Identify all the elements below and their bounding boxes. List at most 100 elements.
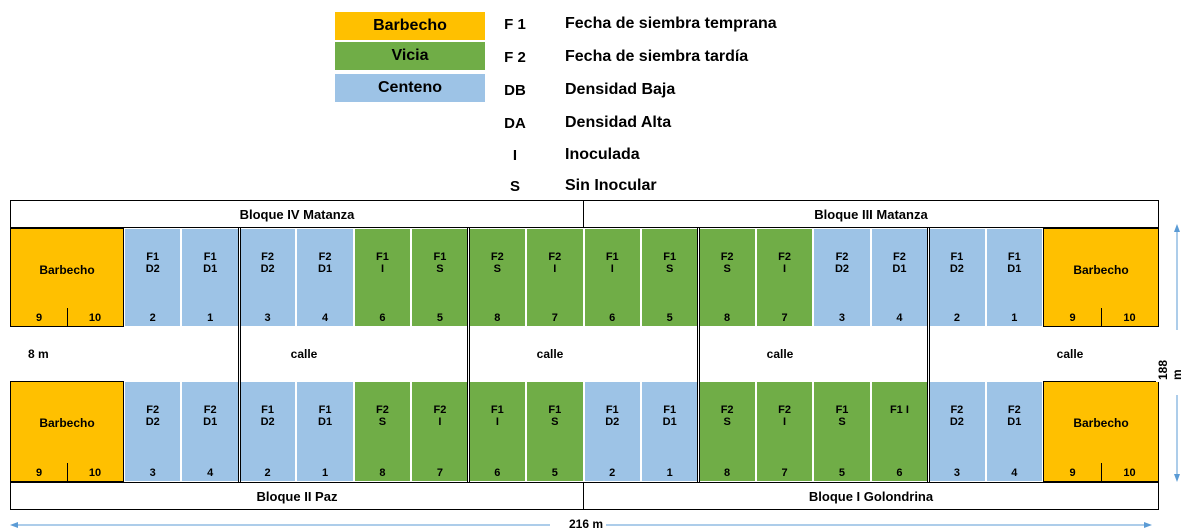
plot-number: 7 <box>781 467 788 479</box>
plot-treatment-label: F1 I <box>605 251 619 275</box>
plot-treatment-label: F2 D1 <box>203 404 218 428</box>
plot-cell: F1 D1 1 <box>296 381 354 482</box>
legend-desc-i: Inoculada <box>565 146 640 163</box>
plot-cell: F1 D2 2 <box>928 228 986 327</box>
plot-number: 10 <box>88 312 102 324</box>
plot-number: 7 <box>551 312 558 324</box>
plot-number: 1 <box>666 467 673 479</box>
plot-number: 8 <box>379 467 386 479</box>
plot-number: 2 <box>609 467 616 479</box>
arrow-down-head <box>1174 474 1180 482</box>
plot-number: 3 <box>838 312 846 324</box>
street-divider <box>467 228 470 482</box>
plot-number: 6 <box>896 467 903 479</box>
plot-treatment-label: F2 D2 <box>260 251 275 275</box>
legend-code-da: DA <box>504 115 526 132</box>
legend-barbecho-swatch: Barbecho <box>335 12 485 40</box>
plot-number: 2 <box>953 312 960 324</box>
plot-number: 7 <box>436 467 443 479</box>
plot-treatment-label: F2 I <box>548 251 562 275</box>
plot-number: 5 <box>838 467 846 479</box>
legend-desc-s: Sin Inocular <box>565 177 657 194</box>
plot-number: 8 <box>724 312 731 324</box>
plot-number: 2 <box>149 312 156 324</box>
plot-number: 3 <box>149 467 156 479</box>
plot-treatment-label: F1 S <box>663 251 677 275</box>
plot-number: 7 <box>781 312 788 324</box>
plot-number: 10 <box>1123 467 1136 479</box>
street-divider <box>238 228 241 482</box>
legend-code-s: S <box>509 178 520 195</box>
plot-divider <box>67 463 68 481</box>
block-header-iii: Bloque III Matanza <box>583 200 1159 228</box>
plot-number: 5 <box>436 312 443 324</box>
plot-treatment-label: F2 I <box>778 251 791 275</box>
plot-treatment-label: F1 D1 <box>1007 251 1022 275</box>
street-label: calle <box>536 347 564 361</box>
barbecho-label: Barbecho <box>1073 263 1129 277</box>
plot-number: 2 <box>264 467 271 479</box>
plot-number: 5 <box>666 312 673 324</box>
plot-number: 8 <box>494 312 501 324</box>
street-divider <box>927 228 930 482</box>
plot-cell: F1 D2 2 <box>238 381 297 482</box>
legend-desc-f1: Fecha de siembra temprana <box>565 15 777 32</box>
plot-treatment-label: F2 D2 <box>949 404 964 428</box>
plot-cell: F1 S 5 <box>640 228 699 327</box>
plot-treatment-label: F2 D2 <box>834 251 850 275</box>
barbecho-plot-top-left: Barbecho 9 10 <box>10 228 124 327</box>
plot-treatment-label: F2 S <box>720 251 734 275</box>
plot-treatment-label: F2 D1 <box>892 251 907 275</box>
plot-treatment-label: F2 S <box>376 404 389 428</box>
barbecho-label: Barbecho <box>39 263 95 277</box>
plot-divider <box>1101 308 1102 326</box>
plot-treatment-label: F1 S <box>433 251 447 275</box>
plot-treatment-label: F2 D1 <box>1007 404 1022 428</box>
plot-number: 3 <box>953 467 960 479</box>
legend-code-f1: F 1 <box>504 16 526 33</box>
plot-number: 1 <box>321 467 329 479</box>
height-label: 188 m <box>1156 357 1182 383</box>
plot-treatment-label: F1 D2 <box>605 404 620 428</box>
barbecho-plot-bottom-left: Barbecho 9 10 <box>10 381 124 482</box>
street-label: calle <box>1056 347 1084 361</box>
plot-treatment-label: F1 I <box>889 404 909 416</box>
plot-cell: F2 D2 3 <box>813 228 871 327</box>
plot-cell: F2 I 7 <box>755 228 814 327</box>
plot-number: 10 <box>1123 312 1136 324</box>
arrow-left-head <box>10 522 18 528</box>
plot-treatment-label: F1 I <box>490 404 504 428</box>
barbecho-label: Barbecho <box>39 416 95 430</box>
plot-number: 3 <box>264 312 271 324</box>
barbecho-label: Barbecho <box>1073 416 1129 430</box>
barbecho-plot-bottom-right: Barbecho 9 10 <box>1043 381 1159 482</box>
plot-number: 9 <box>1069 467 1076 479</box>
legend-vicia-swatch: Vicia <box>335 42 485 70</box>
plot-number: 10 <box>88 467 102 479</box>
width-label: 216 m <box>566 517 607 531</box>
plot-number: 6 <box>379 312 386 324</box>
street-label: calle <box>290 347 318 361</box>
block-footer-i: Bloque I Golondrina <box>583 482 1159 510</box>
legend-centeno-swatch: Centeno <box>335 74 485 102</box>
plot-number: 8 <box>724 467 731 479</box>
legend-code-db: DB <box>504 82 526 99</box>
plot-treatment-label: F2 D1 <box>318 251 333 275</box>
plot-treatment-label: F1 D2 <box>949 251 964 275</box>
plot-number: 6 <box>609 312 616 324</box>
plot-treatment-label: F1 D1 <box>318 404 333 428</box>
plot-cell: F2 I 7 <box>526 228 584 327</box>
plot-cell: F2 D2 3 <box>238 228 297 327</box>
plot-treatment-label: F1 D2 <box>260 404 275 428</box>
plot-treatment-label: F2 D2 <box>145 404 160 428</box>
